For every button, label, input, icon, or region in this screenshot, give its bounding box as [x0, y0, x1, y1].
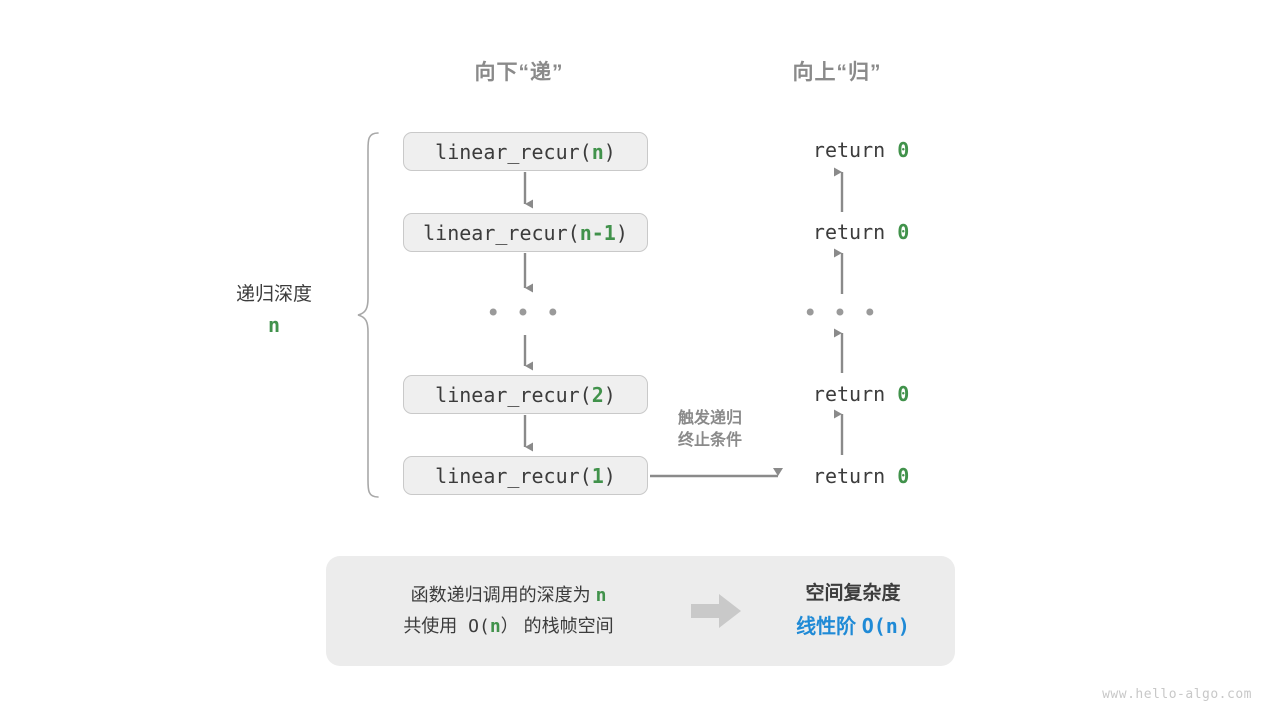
return-value: 0 — [897, 220, 910, 244]
call-box-n-minus-1[interactable]: linear_recur(n-1) — [403, 213, 648, 252]
return-label-n-minus-1: return 0 — [765, 196, 910, 268]
call-box-prefix: linear_recur( — [435, 139, 592, 164]
return-keyword: return — [812, 138, 898, 162]
summary-line-1: 函数递归调用的深度为 n — [336, 580, 681, 612]
call-box-prefix: linear_recur( — [435, 463, 592, 488]
termination-condition-note: 触发递归 终止条件 — [678, 408, 742, 451]
return-value: 0 — [897, 464, 910, 488]
ascend-ellipsis: • • • — [803, 299, 881, 327]
termination-note-line2: 终止条件 — [677, 431, 743, 449]
return-value: 0 — [897, 382, 910, 406]
summary-result: 空间复杂度 线性阶 O(n) — [751, 579, 955, 642]
summary-description: 函数递归调用的深度为 n 共使用 O(n） 的栈帧空间 — [326, 580, 681, 643]
summary-line-2-value: n — [489, 616, 501, 637]
complexity-summary-panel: 函数递归调用的深度为 n 共使用 O(n） 的栈帧空间 空间复杂度 线性阶 O(… — [326, 556, 955, 666]
call-box-suffix: ) — [603, 463, 616, 488]
call-box-2[interactable]: linear_recur(2) — [403, 375, 648, 414]
recursion-depth-label: 递归深度 n — [236, 281, 312, 340]
return-label-2: return 0 — [765, 358, 910, 430]
call-box-n[interactable]: linear_recur(n) — [403, 132, 648, 171]
return-value: 0 — [897, 138, 910, 162]
summary-result-value: 线性阶 O(n) — [751, 610, 955, 643]
recursion-depth-text: 递归深度 — [235, 284, 313, 305]
call-box-prefix: linear_recur( — [423, 220, 580, 245]
summary-result-formula: O(n) — [861, 613, 910, 638]
descend-ellipsis: • • • — [486, 299, 564, 327]
return-keyword: return — [812, 464, 898, 488]
column-heading-descend: 向下“递” — [474, 61, 564, 84]
call-box-suffix: ) — [615, 220, 628, 245]
call-box-arg: n-1 — [579, 220, 616, 245]
call-box-arg: n — [591, 139, 604, 164]
return-keyword: return — [812, 382, 898, 406]
call-box-prefix: linear_recur( — [435, 382, 592, 407]
column-heading-ascend: 向上“归” — [792, 61, 882, 84]
call-box-arg: 2 — [591, 382, 604, 407]
return-label-1: return 0 — [765, 440, 910, 512]
call-box-arg: 1 — [591, 463, 604, 488]
call-box-suffix: ) — [603, 382, 616, 407]
recursion-depth-value: n — [267, 312, 281, 337]
summary-arrow-slot — [681, 594, 751, 628]
site-watermark: www.hello-algo.com — [1102, 687, 1252, 702]
call-box-suffix: ) — [603, 139, 616, 164]
summary-result-order: 线性阶 — [796, 615, 862, 638]
recursion-depth-brace — [357, 132, 379, 498]
termination-note-line1: 触发递归 — [677, 410, 743, 427]
return-label-n: return 0 — [765, 114, 910, 186]
summary-line-2: 共使用 O(n） 的栈帧空间 — [336, 611, 681, 643]
summary-line-1-value: n — [595, 584, 607, 606]
call-box-1[interactable]: linear_recur(1) — [403, 456, 648, 495]
summary-line-2-prefix: 共使用 O( — [403, 616, 490, 637]
right-block-arrow-icon — [691, 594, 741, 628]
return-keyword: return — [812, 220, 898, 244]
summary-line-2-suffix: ） 的栈帧空间 — [500, 616, 614, 636]
summary-line-1-text: 函数递归调用的深度为 — [410, 584, 596, 605]
summary-result-title: 空间复杂度 — [805, 583, 901, 605]
